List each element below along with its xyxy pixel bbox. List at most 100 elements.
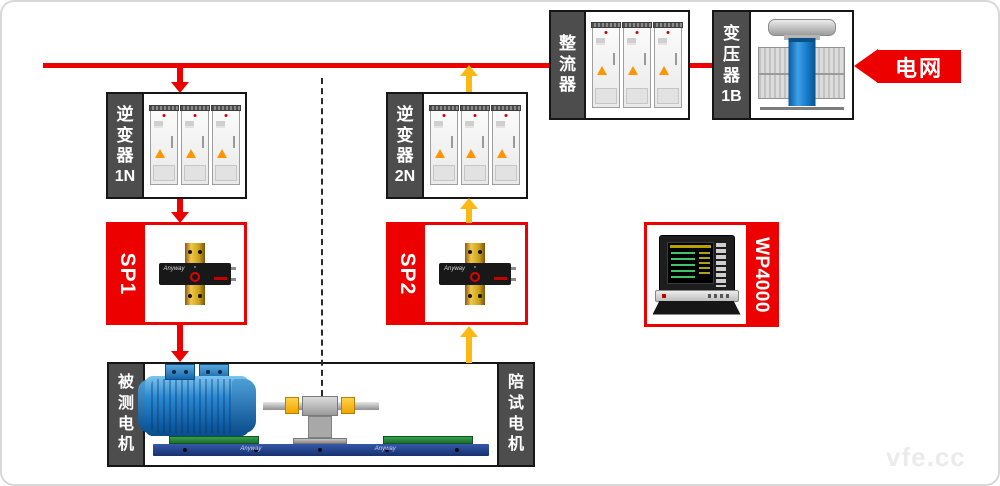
rectifier-cabinets-icon: [586, 12, 688, 118]
cabinet-vent-cap: [491, 105, 521, 111]
inverter-1n-cabinets-icon: [144, 94, 245, 197]
cabinet-tag: [465, 121, 474, 126]
sensor-connector: [230, 266, 236, 270]
sensor-connector: [511, 266, 516, 270]
power-analyzer-icon: [652, 234, 741, 315]
regen-flow-arrow-motor-to-sp2: [460, 326, 478, 363]
transformer-radiator-right: [812, 47, 845, 99]
cabinet-handle: [513, 136, 515, 148]
regen-flow-arrow-sp2-to-inverter2n: [460, 198, 478, 223]
transformer-id: 1B: [721, 87, 742, 105]
sensor-body: Anyway: [158, 262, 236, 285]
cabinet-vent: [657, 87, 679, 104]
motor-bench-content: Anyway Anyway: [138, 364, 497, 465]
sensor-dot: [193, 265, 196, 268]
rail-bolt: [183, 448, 188, 452]
cabinet-handle: [170, 136, 173, 148]
grid-label: 电网: [894, 55, 943, 81]
analyzer-screen: [666, 241, 714, 284]
warning-triangle-icon: [628, 65, 638, 75]
transformer-conservator: [767, 19, 836, 36]
center-torquemeter-icon: [302, 396, 338, 416]
sensor-brand-text: Anyway: [163, 265, 185, 272]
flange-bolt: [468, 249, 472, 254]
cabinet-vent-cap: [460, 105, 490, 111]
arrow-head: [171, 82, 189, 93]
cabinet-vent-cap: [179, 105, 210, 111]
wp4000-label-strip: WP4000: [746, 225, 776, 324]
cabinet-tag: [658, 37, 667, 43]
screen-readout-lines: [670, 251, 695, 279]
cabinet-icon: [622, 21, 652, 108]
transformer-label: 变压器: [722, 24, 740, 85]
transformer-box: 变压器 1B: [712, 10, 854, 120]
sp2-content: Anyway: [425, 225, 525, 322]
cabinet-lamp: [162, 114, 165, 117]
cabinet-icon: [653, 21, 683, 108]
sensor-series-mark: [494, 276, 507, 280]
screen-header-bar: [669, 244, 711, 248]
cabinet-vent-cap: [429, 105, 459, 111]
sp1-box: SP1 Anyway: [106, 222, 247, 325]
cabinet-handle: [201, 136, 204, 148]
inverter-2n-id: 2N: [394, 168, 416, 186]
cabinet-vent-cap: [591, 21, 621, 28]
warning-triangle-icon: [154, 149, 165, 158]
warning-triangle-icon: [466, 149, 476, 158]
cabinet-icon: [148, 105, 179, 185]
analyzer-body: [658, 234, 735, 293]
inverter-1n-box: 逆变器 1N: [106, 92, 247, 199]
transformer-icon: [751, 12, 852, 118]
cabinet-vent-cap: [653, 21, 683, 28]
cabinet-tag: [596, 37, 605, 43]
sensor-ring: [470, 271, 480, 282]
arrow-head: [171, 212, 189, 223]
arrow-stem: [177, 199, 183, 213]
rectifier-transformer-link: [688, 63, 714, 68]
cabinet-tag: [434, 121, 443, 126]
motor-bench-icon: Anyway Anyway: [138, 364, 497, 465]
flange-bolt: [468, 293, 472, 298]
arrow-head: [460, 198, 478, 209]
cabinet-tag: [184, 121, 194, 126]
arrow-stem: [466, 336, 472, 363]
screen-value-column: [698, 251, 710, 276]
sp1-content: Anyway: [145, 225, 244, 322]
rail-bolt: [317, 448, 322, 452]
sensor-connector: [511, 277, 516, 281]
cabinet-vent: [183, 165, 206, 181]
motor-mount-plate: [169, 436, 259, 444]
arrow-stem: [177, 325, 183, 352]
dc-bus-line: [43, 63, 549, 68]
inverter-2n-cabinets-icon: [424, 94, 526, 197]
sensor-ring: [189, 271, 200, 282]
warning-triangle-icon: [659, 65, 669, 75]
rail-brand-text: Anyway: [240, 446, 262, 452]
sensor-body: Anyway: [439, 262, 516, 285]
cabinet-vent-cap: [148, 105, 179, 111]
cabinet-handle: [482, 136, 484, 148]
inverter-2n-label: 逆变器: [396, 104, 414, 166]
companion-motor-label-strip: 陪试电机: [497, 364, 533, 465]
coupling-icon: [285, 397, 299, 414]
sensor-dot: [474, 265, 476, 268]
warning-triangle-icon: [497, 149, 507, 158]
warning-triangle-icon: [597, 65, 607, 75]
cabinet-vent-cap: [210, 105, 241, 111]
transformer-yoke: [783, 35, 820, 40]
cabinet-vent-cap: [622, 21, 652, 28]
cabinet-tag: [153, 121, 163, 126]
arrow-stem: [177, 68, 183, 83]
arrow-stem: [466, 208, 472, 223]
cabinet-handle: [675, 52, 677, 65]
cabinet-lamp: [504, 114, 508, 117]
rail-brand-text: Anyway: [374, 446, 396, 452]
cabinet-vent: [214, 165, 237, 181]
cabinet-lamp: [193, 114, 196, 117]
rectifier-content: [586, 12, 688, 118]
power-flow-arrow-inverter1n-to-sp1: [171, 199, 189, 223]
cabinet-handle: [232, 136, 235, 148]
rectifier-label-strip: 整流器: [551, 12, 586, 118]
inverter-1n-label-strip: 逆变器 1N: [108, 94, 144, 197]
